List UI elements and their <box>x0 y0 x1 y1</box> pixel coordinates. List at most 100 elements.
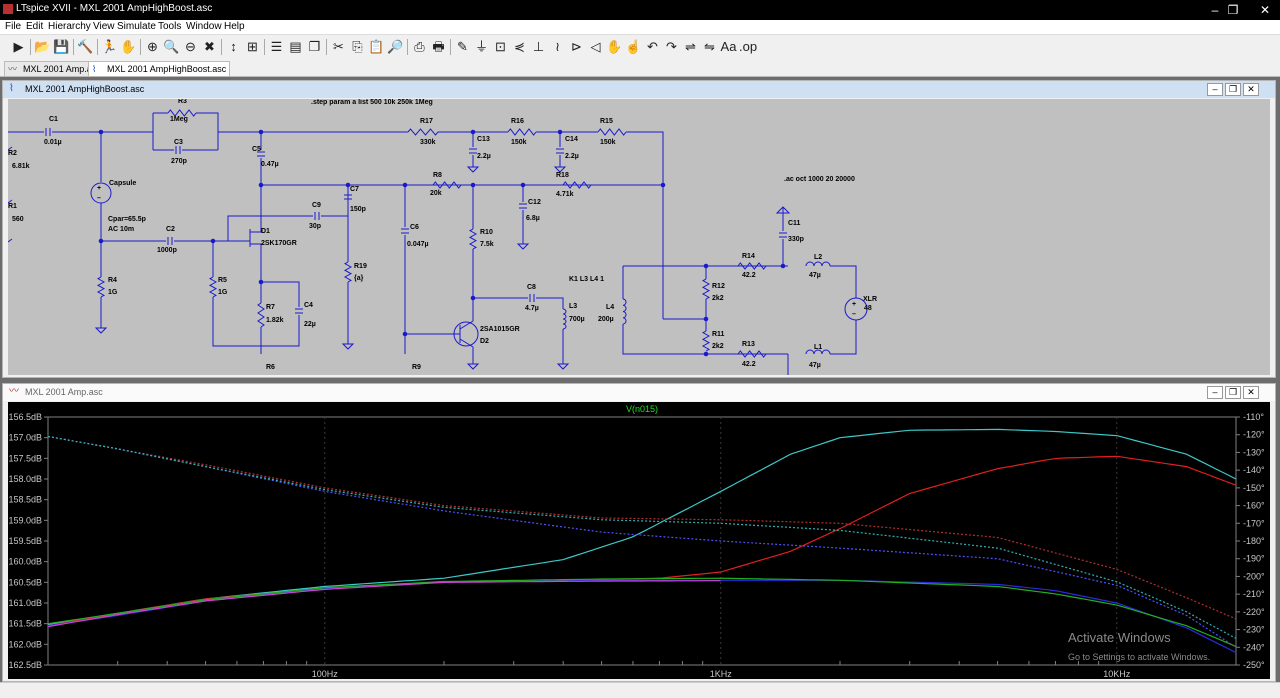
resistor-symbol[interactable] <box>701 330 711 352</box>
ground-symbol[interactable] <box>556 360 570 370</box>
capacitor-symbol[interactable] <box>45 128 51 136</box>
capacitor-symbol[interactable] <box>314 212 320 220</box>
wire[interactable] <box>261 281 300 307</box>
open-icon[interactable]: 📂 <box>34 39 51 54</box>
draw-wire-icon[interactable]: ✎ <box>457 39 468 54</box>
grid-icon[interactable]: ⊞ <box>247 39 258 54</box>
waveform-close-button[interactable]: ✕ <box>1243 386 1259 399</box>
print-icon[interactable]: 🖶 <box>432 39 445 54</box>
resistor-symbol[interactable] <box>96 276 106 298</box>
wire[interactable] <box>830 265 857 298</box>
schematic-close-button[interactable]: ✕ <box>1243 83 1259 96</box>
inductor-symbol[interactable] <box>805 349 831 355</box>
component-icon[interactable]: ◁ <box>590 39 601 54</box>
inductor-icon[interactable]: ≀ <box>555 39 560 54</box>
tile-vertical-icon[interactable]: ▤ <box>289 39 302 54</box>
wire[interactable] <box>321 185 349 217</box>
paste-icon[interactable]: 📋 <box>368 39 385 54</box>
resistor-symbol[interactable] <box>407 128 439 136</box>
jfet-d1-symbol[interactable] <box>241 227 262 251</box>
junction-dot[interactable] <box>660 182 666 188</box>
junction-dot[interactable] <box>258 279 264 285</box>
resistor-symbol[interactable] <box>701 278 711 300</box>
junction-dot[interactable] <box>470 182 476 188</box>
capacitor-symbol[interactable] <box>257 151 265 157</box>
save-icon[interactable]: 💾 <box>53 39 70 54</box>
zoom-in-icon[interactable]: ⊕ <box>147 39 158 54</box>
capacitor-symbol[interactable] <box>529 294 535 302</box>
wire[interactable] <box>212 297 262 354</box>
diode-icon[interactable]: ⊳ <box>571 39 582 54</box>
junction-dot[interactable] <box>345 182 351 188</box>
undo-icon[interactable]: ↶ <box>647 39 658 54</box>
rotate-icon[interactable]: ⇌ <box>685 39 696 54</box>
menu-help[interactable]: Help <box>224 21 245 32</box>
find-icon[interactable]: 🔎 <box>387 39 404 54</box>
pnp-symbol[interactable] <box>459 298 474 360</box>
ground-symbol[interactable] <box>466 360 480 370</box>
halt-icon[interactable]: 🏃 <box>101 39 118 54</box>
resistor-symbol[interactable] <box>208 276 218 298</box>
control-panel-icon[interactable]: 🔨 <box>77 39 94 54</box>
redo-icon[interactable]: ↷ <box>666 39 677 54</box>
print-preview-icon[interactable]: ⎙ <box>414 39 425 54</box>
waveform-restore-button[interactable]: ❐ <box>1225 386 1241 399</box>
menu-simulate[interactable]: Simulate <box>117 21 156 32</box>
inductor-symbol[interactable] <box>622 298 627 325</box>
junction-dot[interactable] <box>703 351 709 357</box>
junction-dot[interactable] <box>470 129 476 135</box>
ground-symbol[interactable] <box>94 324 108 334</box>
junction-dot[interactable] <box>210 238 216 244</box>
inductor-symbol[interactable] <box>562 308 567 330</box>
waveform-minimize-button[interactable]: – <box>1207 386 1223 399</box>
ground-symbol[interactable] <box>553 163 567 173</box>
maximize-button[interactable]: ❐ <box>1227 3 1239 17</box>
junction-dot[interactable] <box>780 263 786 269</box>
supply-flag-symbol[interactable] <box>775 206 791 214</box>
junction-dot[interactable] <box>703 316 709 322</box>
menu-window[interactable]: Window <box>186 21 222 32</box>
inductor-symbol[interactable] <box>805 261 831 267</box>
capacitor-symbol[interactable] <box>175 146 181 154</box>
cascade-icon[interactable]: ❐ <box>308 39 321 54</box>
text-icon[interactable]: Aa <box>720 39 737 54</box>
wire[interactable] <box>261 315 300 347</box>
capacitor-symbol[interactable] <box>295 308 303 314</box>
resistor-symbol[interactable] <box>737 262 767 270</box>
resistor-symbol[interactable] <box>737 350 767 358</box>
capacitor-symbol[interactable] <box>779 232 787 238</box>
capacitor-symbol[interactable] <box>344 194 352 200</box>
menu-file[interactable]: File <box>5 21 22 32</box>
label-icon[interactable]: ⊡ <box>495 39 506 54</box>
resistor-symbol[interactable] <box>468 228 478 250</box>
wire[interactable] <box>830 320 857 355</box>
junction-dot[interactable] <box>258 129 264 135</box>
capacitor-symbol[interactable] <box>519 203 527 209</box>
schematic-minimize-button[interactable]: – <box>1207 83 1223 96</box>
capacitor-icon[interactable]: ⊥ <box>532 39 545 54</box>
zoom-out-icon[interactable]: ⊖ <box>185 39 196 54</box>
capacitor-symbol[interactable] <box>401 228 409 234</box>
resistor-symbol[interactable] <box>343 261 353 283</box>
wire[interactable] <box>536 297 564 309</box>
pan-icon[interactable]: ✋ <box>120 39 137 54</box>
drag-icon[interactable]: ☝ <box>625 39 642 54</box>
menu-view[interactable]: View <box>93 21 115 32</box>
zoom-area-icon[interactable]: 🔍 <box>163 39 180 54</box>
copy-icon[interactable]: ⎘ <box>352 39 363 54</box>
mirror-icon[interactable]: ⇋ <box>704 39 715 54</box>
resistor-symbol[interactable] <box>432 181 462 189</box>
wire[interactable] <box>626 131 664 319</box>
junction-dot[interactable] <box>557 129 563 135</box>
wire[interactable] <box>260 158 663 186</box>
menu-edit[interactable]: Edit <box>26 21 44 32</box>
schematic-canvas[interactable]: .step param a list 500 10k 250k 1Meg.ac … <box>7 98 1270 375</box>
junction-dot[interactable] <box>98 129 104 135</box>
menu-tools[interactable]: Tools <box>158 21 182 32</box>
resistor-icon[interactable]: ⋞ <box>514 39 525 54</box>
menu-hierarchy[interactable]: Hierarchy <box>48 21 91 32</box>
tab-mxl-2001-amphighboost[interactable]: ⌇ MXL 2001 AmpHighBoost.asc <box>88 61 231 76</box>
close-button[interactable]: ✕ <box>1259 3 1271 17</box>
